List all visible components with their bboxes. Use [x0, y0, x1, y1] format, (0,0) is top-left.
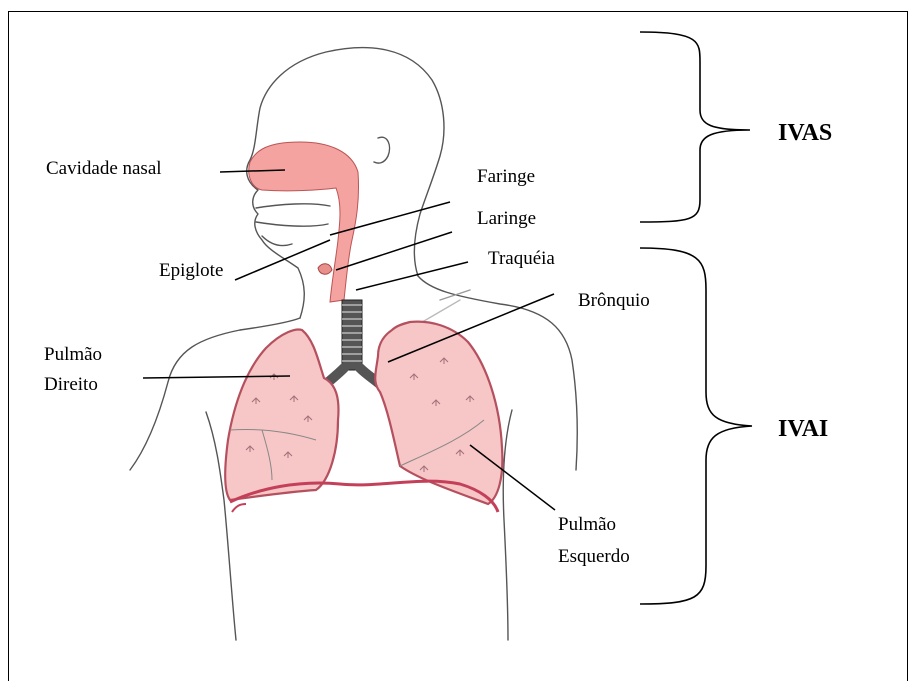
group-label-ivai: IVAI	[778, 416, 828, 442]
label-pulmao-direito-2: Direito	[44, 374, 98, 395]
label-pulmao-esquerdo-1: Pulmão	[558, 514, 616, 535]
upper-airway	[249, 142, 359, 302]
right-lung	[225, 330, 338, 500]
label-epiglote: Epiglote	[159, 260, 223, 281]
ivai-brace	[640, 248, 752, 604]
label-traqueia: Traquéia	[488, 248, 555, 269]
label-pulmao-direito-1: Pulmão	[44, 344, 102, 365]
label-faringe: Faringe	[477, 166, 535, 187]
label-cavidade-nasal: Cavidade nasal	[46, 158, 162, 179]
ivas-brace	[640, 32, 750, 222]
group-label-ivas: IVAS	[778, 120, 832, 146]
left-lung	[375, 322, 502, 504]
label-bronquio: Brônquio	[578, 290, 650, 311]
label-pulmao-esquerdo-2: Esquerdo	[558, 546, 630, 567]
lungs	[225, 322, 502, 504]
label-laringe: Laringe	[477, 208, 536, 229]
